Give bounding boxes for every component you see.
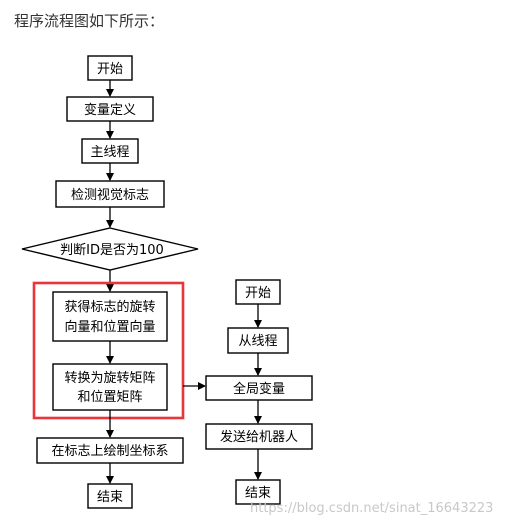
main-thread-label: 主线程	[90, 145, 129, 160]
draw-axes-label: 在标志上绘制坐标系	[51, 444, 168, 459]
watermark-text: https://blog.csdn.net/sinat_16643223	[250, 501, 494, 516]
send-label: 发送给机器人	[220, 429, 298, 445]
get-vectors-label-2: 向量和位置向量	[64, 319, 155, 335]
decision-label: 判断ID是否为100	[60, 243, 164, 258]
detect-node: 检测视觉标志	[55, 180, 165, 208]
left-end-node: 结束	[87, 483, 133, 509]
detect-label: 检测视觉标志	[71, 188, 149, 203]
draw-axes-node: 在标志上绘制坐标系	[36, 437, 184, 464]
vars-label: 变量定义	[84, 102, 136, 118]
diagram-caption: 程序流程图如下所示：	[14, 12, 165, 30]
right-end-label: 结束	[245, 486, 271, 501]
decision-node: 判断ID是否为100	[21, 227, 199, 271]
right-start-node: 开始	[235, 279, 281, 305]
highlight-box	[32, 281, 185, 420]
right-start-label: 开始	[245, 286, 271, 301]
get-vectors-label-1: 获得标志的旋转	[64, 299, 155, 315]
right-end-node: 结束	[235, 479, 281, 505]
left-start-node: 开始	[87, 55, 133, 81]
sub-thread-label: 从线程	[238, 334, 277, 349]
left-start-label: 开始	[97, 62, 123, 77]
send-node: 发送给机器人	[205, 423, 313, 450]
convert-node: 转换为旋转矩阵 和位置矩阵	[52, 363, 168, 411]
global-var-label: 全局变量	[233, 381, 285, 397]
convert-label-1: 转换为旋转矩阵	[64, 371, 155, 386]
convert-label-2: 和位置矩阵	[77, 390, 142, 405]
left-end-label: 结束	[97, 490, 123, 505]
main-thread-node: 主线程	[81, 138, 139, 164]
vars-node: 变量定义	[66, 96, 154, 122]
global-var-node: 全局变量	[205, 375, 313, 401]
get-vectors-node: 获得标志的旋转 向量和位置向量	[52, 291, 168, 342]
sub-thread-node: 从线程	[227, 327, 289, 354]
